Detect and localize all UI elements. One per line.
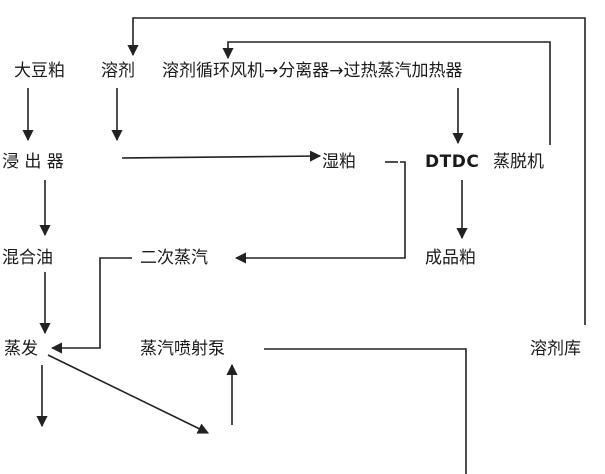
edge-desolventizer-to-fan: [222, 41, 551, 145]
edge-extractor-to-wet-meal: [121, 150, 322, 162]
label-steam-jet-pump: 蒸汽喷射泵: [140, 339, 225, 359]
edge-steam-jet-pump-outlet: [264, 348, 467, 474]
edge-evaporation-diagonal: [47, 354, 210, 434]
label-dtdc: DTDC: [425, 152, 480, 172]
label-solvent-tank: 溶剂库: [530, 339, 581, 359]
label-process-chain: 溶剂循环风机→分离器→过热蒸汽加热器: [162, 61, 463, 81]
label-evaporation: 蒸发: [4, 339, 38, 359]
label-extractor: 浸 出 器: [2, 152, 64, 172]
label-soybean-meal: 大豆粕: [14, 61, 65, 81]
label-finished-meal: 成品粕: [425, 248, 476, 268]
label-solvent: 溶剂: [101, 61, 135, 81]
label-mixed-oil: 混合油: [2, 248, 53, 268]
label-secondary-steam: 二次蒸汽: [140, 248, 208, 268]
edge-solvent-tank-to-solvent: [127, 17, 586, 325]
edge-wet-meal-to-secondary-steam: [234, 161, 406, 264]
label-desolventizer: 蒸脱机: [493, 152, 544, 172]
edge-secondary-steam-to-evaporation: [50, 257, 132, 354]
label-wet-meal: 湿粕: [322, 152, 356, 172]
